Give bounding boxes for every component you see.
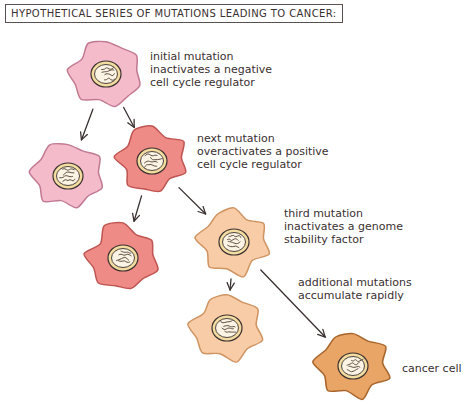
cell-membrane — [67, 41, 140, 106]
chromatin — [223, 326, 235, 328]
cell-drawing — [28, 140, 108, 212]
cell-drawing — [66, 38, 146, 110]
chromatin — [121, 251, 131, 253]
cell-membrane — [29, 144, 102, 208]
mutation-arrow — [134, 196, 142, 221]
chromatin — [62, 169, 75, 171]
chromatin — [351, 359, 363, 361]
cell-drawing — [194, 206, 274, 278]
chromatin — [63, 172, 74, 175]
chromatin — [116, 257, 129, 260]
nucleus-inner — [223, 233, 246, 252]
nucleus-envelope — [108, 245, 138, 271]
nucleus-inner — [95, 65, 118, 84]
cell — [28, 140, 108, 212]
chromatin — [118, 261, 130, 263]
mutation-arrow — [179, 188, 206, 214]
cell-membrane — [188, 295, 263, 362]
cell-annotation: cancer cell — [402, 362, 472, 375]
cell-drawing — [187, 292, 267, 364]
nucleus-envelope — [338, 353, 368, 379]
chromatin — [62, 179, 75, 182]
cell-membrane — [84, 222, 158, 288]
cell-drawing — [312, 330, 394, 402]
edge-label: additional mutations accumulate rapidly — [298, 276, 438, 302]
mutation-arrow — [81, 109, 92, 140]
cell-membrane — [195, 208, 269, 277]
cell — [187, 292, 267, 364]
cell-membrane — [114, 126, 186, 192]
cell-annotation: third mutation inactivates a genome stab… — [284, 207, 409, 246]
chromatin — [145, 154, 158, 156]
chromatin — [227, 239, 238, 241]
chromatin — [144, 161, 157, 163]
diagram-title: HYPOTHETICAL SERIES OF MUTATIONS LEADING… — [5, 4, 343, 23]
chromatin — [225, 331, 237, 332]
cell-annotation: initial mutation inactivates a negative … — [150, 50, 290, 89]
nucleus-inner — [216, 319, 239, 338]
chromatin — [101, 67, 114, 69]
chromatin — [220, 320, 232, 322]
chromatin — [228, 241, 241, 243]
chromatin — [104, 73, 114, 75]
chromatin — [102, 70, 115, 73]
chromatin — [227, 245, 239, 248]
cell-drawing — [83, 222, 163, 294]
chromatin — [222, 328, 234, 330]
nucleus-inner — [57, 167, 80, 186]
cell-drawing — [113, 126, 191, 196]
cell: next mutation overactivates a positive c… — [113, 126, 191, 196]
nucleus-inner — [342, 357, 365, 376]
nucleus-envelope — [219, 229, 249, 255]
chromatin — [348, 366, 360, 367]
chromatin — [145, 165, 157, 168]
cell — [83, 222, 163, 294]
cell: initial mutation inactivates a negative … — [66, 38, 146, 110]
chromatin — [119, 254, 132, 256]
cell: third mutation inactivates a genome stab… — [194, 206, 274, 278]
cell: cancer cell — [312, 330, 394, 402]
mutation-arrow — [229, 279, 231, 290]
nucleus-inner — [112, 249, 135, 268]
chromatin — [150, 157, 162, 160]
nucleus-envelope — [91, 61, 121, 87]
nucleus-inner — [141, 152, 164, 171]
chromatin — [228, 235, 240, 237]
chromatin — [347, 369, 358, 372]
chromatin — [104, 78, 115, 80]
chromatin — [347, 362, 360, 366]
chromatin — [59, 176, 73, 178]
nucleus-envelope — [137, 148, 167, 174]
nucleus-envelope — [53, 163, 83, 189]
cell-membrane — [313, 334, 390, 400]
nucleus-envelope — [212, 315, 242, 341]
mutation-arrow — [124, 107, 135, 127]
cell-annotation: next mutation overactivates a positive c… — [197, 132, 332, 171]
